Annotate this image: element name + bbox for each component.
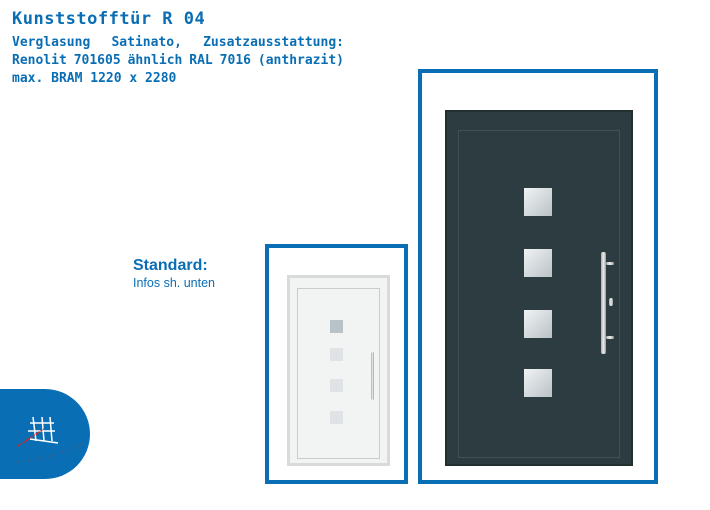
anthracite-door-image bbox=[445, 110, 633, 466]
company-logo bbox=[0, 389, 90, 479]
spec-line-2: Renolit 701605 ähnlich RAL 7016 (anthrazit) bbox=[12, 53, 344, 68]
standard-label: Standard: bbox=[133, 257, 208, 274]
word: 701605 bbox=[73, 53, 121, 68]
spec-line-3: max. BRAM 1220 x 2280 bbox=[12, 71, 177, 86]
word: Zusatzausstattung: bbox=[203, 35, 344, 50]
word: Satinato, bbox=[111, 35, 182, 50]
word: (anthrazit) bbox=[257, 53, 344, 68]
grid-logo-icon bbox=[17, 416, 83, 463]
word: 7016 bbox=[219, 53, 251, 68]
spec-line-1: Verglasung Satinato, Zusatzausstattung: bbox=[12, 35, 344, 50]
word: Verglasung bbox=[12, 35, 91, 50]
word: RAL bbox=[189, 53, 213, 68]
standard-info: Infos sh. unten bbox=[133, 276, 216, 290]
word: Renolit bbox=[12, 53, 67, 68]
standard-door-frame bbox=[265, 244, 408, 484]
product-title: Kunststofftür R 04 bbox=[12, 9, 206, 29]
anthracite-door-frame bbox=[418, 69, 658, 484]
word: ähnlich bbox=[127, 53, 183, 68]
standard-door-image bbox=[287, 275, 390, 466]
